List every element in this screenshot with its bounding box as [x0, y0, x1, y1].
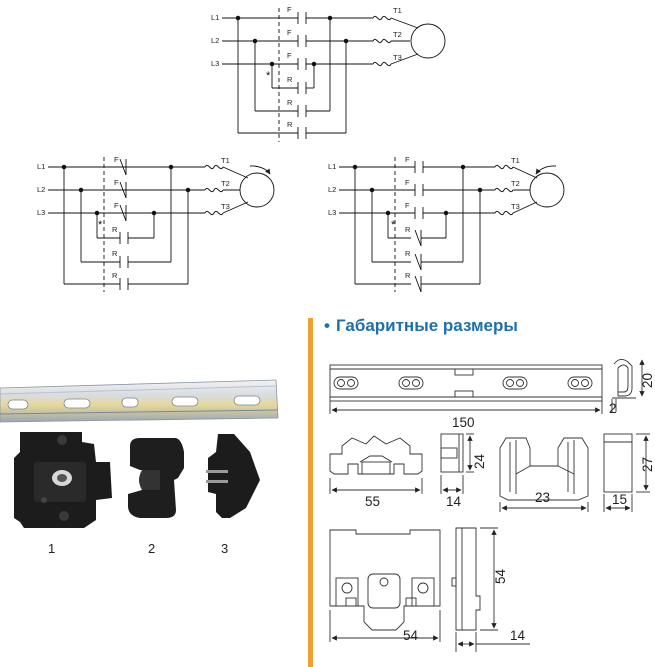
schematic-left: L1 L2 L3 F F F R R R * T1 T2 T3: [37, 155, 275, 292]
section-heading: • Габаритные размеры: [324, 316, 518, 336]
part-2-holder: [128, 438, 184, 518]
svg-text:T2: T2: [221, 179, 230, 188]
svg-text:*: *: [266, 70, 271, 82]
schematic-top: L1 L2 L3 F F F R R R * T1: [211, 5, 446, 142]
svg-text:L3: L3: [37, 208, 45, 217]
svg-text:R: R: [112, 249, 118, 258]
svg-text:R: R: [112, 225, 118, 234]
svg-text:R: R: [405, 225, 411, 234]
contact-label-f: F: [287, 5, 292, 14]
accent-divider: [308, 318, 313, 667]
rotation-arrow-ccw: [535, 165, 557, 175]
dim-interlock-height: 54: [493, 568, 508, 584]
motor-right: [529, 172, 565, 208]
end-stop-dimension-drawing: [499, 433, 650, 512]
svg-text:*: *: [391, 219, 396, 231]
svg-text:*: *: [98, 219, 103, 231]
motor-top: [410, 23, 446, 59]
svg-text:T2: T2: [393, 30, 402, 39]
holder-dimension-drawing: [329, 433, 474, 494]
part-label-2: 2: [148, 541, 155, 556]
part-1-interlock: [14, 432, 112, 528]
svg-text:R: R: [405, 249, 411, 258]
svg-text:F: F: [114, 178, 119, 187]
line-label-l3: L3: [211, 59, 219, 68]
svg-text:F: F: [405, 155, 410, 164]
dim-end-stop-depth: 15: [612, 492, 627, 507]
svg-text:R: R: [287, 120, 293, 129]
svg-text:F: F: [405, 201, 410, 210]
dim-interlock-width: 54: [403, 628, 419, 643]
svg-text:T1: T1: [221, 156, 230, 165]
svg-text:T2: T2: [511, 179, 520, 188]
svg-text:L2: L2: [328, 185, 336, 194]
dim-holder-depth: 14: [446, 494, 462, 509]
dim-holder-height: 24: [472, 453, 487, 469]
bullet-icon: •: [324, 316, 330, 335]
svg-text:L2: L2: [37, 185, 45, 194]
svg-text:T1: T1: [511, 156, 520, 165]
din-rail-photo: [0, 379, 279, 423]
motor-left: [239, 172, 275, 208]
part-label-1: 1: [48, 541, 55, 556]
svg-text:L3: L3: [328, 208, 336, 217]
svg-text:T3: T3: [511, 202, 520, 211]
svg-text:T3: T3: [393, 53, 402, 62]
rotation-arrow-cw: [249, 165, 271, 175]
line-label-l2: L2: [211, 36, 219, 45]
heading-text: Габаритные размеры: [335, 316, 518, 335]
svg-text:F: F: [405, 178, 410, 187]
dim-end-stop-height: 27: [640, 457, 655, 472]
dim-interlock-depth: 14: [510, 628, 526, 643]
interlock-dimension-drawing: [329, 527, 530, 652]
svg-text:F: F: [114, 201, 119, 210]
dim-holder-width: 55: [365, 494, 380, 509]
rail-dimension-drawing: [329, 359, 645, 414]
svg-text:R: R: [287, 98, 293, 107]
svg-text:F: F: [287, 51, 292, 60]
svg-text:L1: L1: [328, 162, 336, 171]
dim-end-stop-width: 23: [535, 490, 550, 505]
schematic-right: L1 L2 L3 F F F R R R * T1 T2 T3: [328, 155, 565, 293]
part-label-3: 3: [221, 541, 228, 556]
svg-text:L1: L1: [37, 162, 45, 171]
svg-text:T1: T1: [393, 6, 402, 15]
dim-rail-height: 20: [640, 373, 655, 388]
dim-rail-length: 150: [452, 415, 475, 430]
dim-rail-thickness: 2: [609, 401, 617, 416]
svg-text:T3: T3: [221, 202, 230, 211]
svg-text:F: F: [287, 28, 292, 37]
line-label-l1: L1: [211, 13, 219, 22]
contact-label-r: R: [287, 75, 293, 84]
part-3-end-stop: [206, 434, 260, 518]
svg-text:R: R: [405, 271, 411, 280]
svg-text:R: R: [112, 271, 118, 280]
svg-text:F: F: [114, 155, 119, 164]
